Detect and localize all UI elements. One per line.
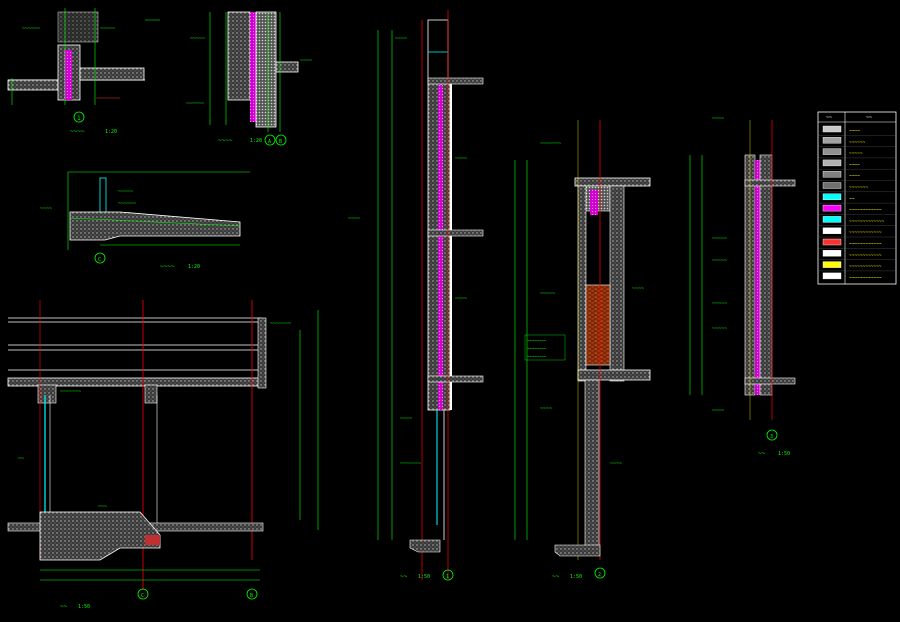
svg-text:~~~~~: ~~~~~	[712, 326, 727, 332]
legend-swatch	[822, 204, 842, 212]
svg-text:~~~~~~~~: ~~~~~~~~	[527, 354, 547, 359]
svg-text:~~~: ~~~	[98, 504, 107, 510]
svg-text:~~: ~~	[18, 456, 24, 462]
svg-text:~~~~~~~~: ~~~~~~~~	[527, 338, 547, 343]
legend-item-label: ~~~~~~~~~~~~~	[849, 219, 885, 224]
legend-swatch	[822, 261, 842, 268]
detail-ramp-scale: 1:20	[188, 264, 200, 270]
svg-text:~~~~: ~~~~	[40, 206, 52, 212]
legend-header-right: ~~	[866, 115, 872, 121]
svg-text:~~~~~~~: ~~~~~~~	[400, 461, 421, 467]
section-3-title: ~~	[758, 450, 766, 457]
legend-item-label: ~~~~~	[849, 152, 863, 157]
legend-item-label: ~~~~	[849, 129, 860, 134]
svg-text:~~~~: ~~~~	[348, 216, 360, 222]
legend-swatch	[822, 238, 842, 246]
elevation-axis-b: B	[250, 593, 253, 599]
svg-text:~~~~~: ~~~~~	[712, 236, 727, 242]
svg-text:~~~~~~~~: ~~~~~~~~	[527, 346, 547, 351]
detail-top-mid-axis-b: B	[279, 139, 282, 145]
legend-item-label: ~~~~~~	[849, 140, 866, 145]
detail-top-mid-title: ~~~~	[218, 137, 233, 144]
svg-text:~~~~~~~: ~~~~~~~	[270, 321, 291, 327]
elevation-bottom-left: ~~~~~~~ ~~~~~~~ ~~ ~~~ C B ~~ 1:50	[7, 300, 319, 610]
legend-item-label: ~~~~	[849, 163, 860, 168]
svg-text:~~~~: ~~~~	[400, 416, 412, 422]
legend-swatch	[822, 182, 842, 189]
svg-text:~~~~~~~: ~~~~~~~	[60, 389, 81, 395]
svg-text:~~~~: ~~~~	[300, 58, 312, 64]
svg-text:~~~~~: ~~~~~	[540, 291, 555, 297]
detail-top-mid-axis-a: A	[268, 139, 271, 145]
detail-ramp-title: ~~~~	[160, 263, 175, 270]
section-1-scale: 1:50	[418, 574, 430, 580]
section-3: ~~~~ ~~~~~ ~~~~~ ~~~~~ ~~~~~ ~~~~ 3 ~~ 1…	[689, 116, 796, 457]
section-2-axis: 2	[598, 572, 601, 578]
elevation-title: ~~	[60, 603, 68, 610]
legend-swatch	[822, 159, 842, 167]
elevation-axis-c: C	[141, 593, 144, 599]
legend-swatch	[822, 148, 842, 155]
section-3-scale: 1:50	[778, 451, 790, 457]
detail-ramp-axis: C	[98, 257, 101, 263]
svg-text:~~~~~~~: ~~~~~~~	[540, 141, 561, 147]
svg-text:~~~~: ~~~~	[632, 286, 644, 292]
legend-item-label: ~~~~~~~~~~~~	[849, 253, 882, 258]
legend-item-label: ~~~~	[849, 174, 860, 179]
svg-text:~~~~~~: ~~~~~~	[186, 101, 204, 107]
detail-top-left-axis: 1	[77, 115, 81, 122]
section-1-axis: 1	[446, 574, 449, 580]
legend-item-label: ~~~~~~~~~~~~	[849, 265, 882, 270]
legend-swatch	[822, 125, 842, 133]
legend-item-label: ~~~~~~~~~~~~	[849, 276, 882, 281]
svg-text:~~~~: ~~~~	[712, 408, 724, 414]
svg-text:~~~~: ~~~~	[455, 296, 467, 302]
legend-item-label: ~~~~~~~~~~~~	[849, 231, 882, 236]
svg-text:~~~~: ~~~~	[455, 156, 467, 162]
legend-item-label: ~~~~~~~	[849, 186, 868, 191]
detail-top-mid-scale: 1:20	[250, 138, 262, 144]
legend-item-label: ~~~~~~~~~~~~	[849, 208, 882, 213]
legend-item-label: ~~	[849, 197, 855, 202]
legend-swatch	[822, 216, 842, 223]
section-2-scale: 1:50	[570, 574, 582, 580]
material-legend: ~~ ~~ ~~~~~~~~~~~~~~~~~~~~~~~~~~~~~~~~~~…	[817, 111, 897, 285]
svg-text:~~~~~: ~~~~~	[190, 36, 205, 42]
legend-swatch	[822, 193, 842, 201]
detail-top-mid: ~~~~~ ~~~~~~ ~~~~ A B ~~~~ 1:20	[186, 11, 312, 146]
legend-swatch	[822, 250, 842, 257]
detail-ramp: ~~~~~ ~~~~~~ ~~~~ C ~~~~ 1:20	[40, 171, 250, 270]
legend-swatch	[822, 170, 842, 178]
svg-text:~~~~~: ~~~~~	[118, 189, 133, 195]
legend-item-label: ~~~~~~~~~~~~	[849, 242, 882, 247]
svg-text:~~~~~: ~~~~~	[100, 26, 115, 32]
svg-text:~~~~: ~~~~	[395, 36, 407, 42]
section-2: ~~~~~~~~ ~~~~~~~~ ~~~~~~~~ ~~~~~~~ ~~~~~…	[514, 120, 651, 580]
svg-text:~~~~~~: ~~~~~~	[22, 26, 40, 32]
detail-top-left: 1 ~~~~~~ ~~~~~ ~~~~~~~~ ~~~~ 1:20	[7, 8, 160, 135]
section-3-axis: 3	[770, 434, 773, 440]
svg-text:~~~~~~~~: ~~~~~~~~	[96, 96, 120, 102]
detail-top-left-title: ~~~~	[70, 128, 85, 135]
elevation-scale: 1:50	[78, 604, 90, 610]
svg-text:~~~~: ~~~~	[540, 406, 552, 412]
section-2-title: ~~	[552, 573, 560, 580]
svg-text:~~~~: ~~~~	[712, 116, 724, 122]
section-1-title: ~~	[400, 573, 408, 580]
detail-top-left-scale: 1:20	[105, 129, 117, 135]
legend-swatch	[822, 137, 842, 144]
legend-swatch	[822, 227, 842, 234]
svg-text:~~~~~: ~~~~~	[712, 301, 727, 307]
svg-text:~~~~~: ~~~~~	[712, 258, 727, 264]
svg-text:~~~~~~: ~~~~~~	[118, 201, 136, 207]
section-1: ~~~~ ~~~~ ~~~~ ~~~~ ~~~~~~~ ~~~~ 1 ~~ 1:…	[348, 10, 484, 581]
legend-swatch	[822, 272, 842, 280]
legend-header-left: ~~	[826, 115, 832, 121]
svg-text:~~~~: ~~~~	[610, 461, 622, 467]
